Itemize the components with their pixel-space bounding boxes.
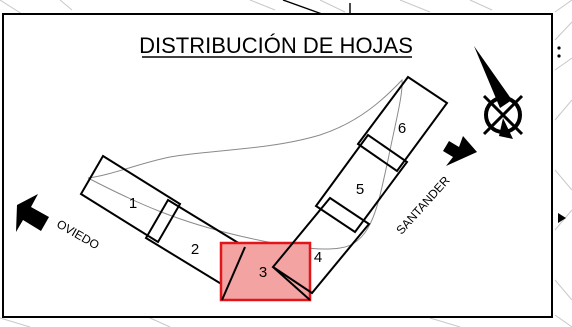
- sheet-3-divider-b: [272, 266, 311, 301]
- road-track: [87, 78, 403, 250]
- sheet-3-divider-a: [221, 246, 246, 301]
- sheet-2-number: 2: [191, 241, 199, 258]
- sheet-4-outline: [271, 196, 371, 295]
- edge-marks: [557, 46, 566, 223]
- sheet-3-number: 3: [259, 264, 267, 281]
- sheet-5-number: 5: [356, 181, 364, 198]
- sheet-1-outline: [79, 154, 182, 244]
- sheet-3-highlight: [219, 241, 312, 302]
- sheet-5[interactable]: [314, 133, 409, 234]
- north-arrow-icon: [474, 46, 524, 139]
- sheet-6-number: 6: [398, 120, 406, 137]
- direction-arrow-left-icon: [16, 194, 49, 232]
- sheet-1[interactable]: [79, 154, 182, 244]
- sheet-3[interactable]: [219, 241, 312, 302]
- sheet-6-outline: [356, 75, 449, 173]
- sheet-4[interactable]: [271, 196, 371, 295]
- map-title: DISTRIBUCIÓN DE HOJAS: [139, 33, 413, 58]
- sheet-6[interactable]: [356, 75, 449, 173]
- sheet-4-number: 4: [314, 249, 322, 266]
- direction-arrow-right-icon: [443, 136, 477, 166]
- sheet-5-outline: [314, 133, 409, 234]
- sheet-1-number: 1: [129, 195, 137, 212]
- top-marks: [282, 0, 351, 15]
